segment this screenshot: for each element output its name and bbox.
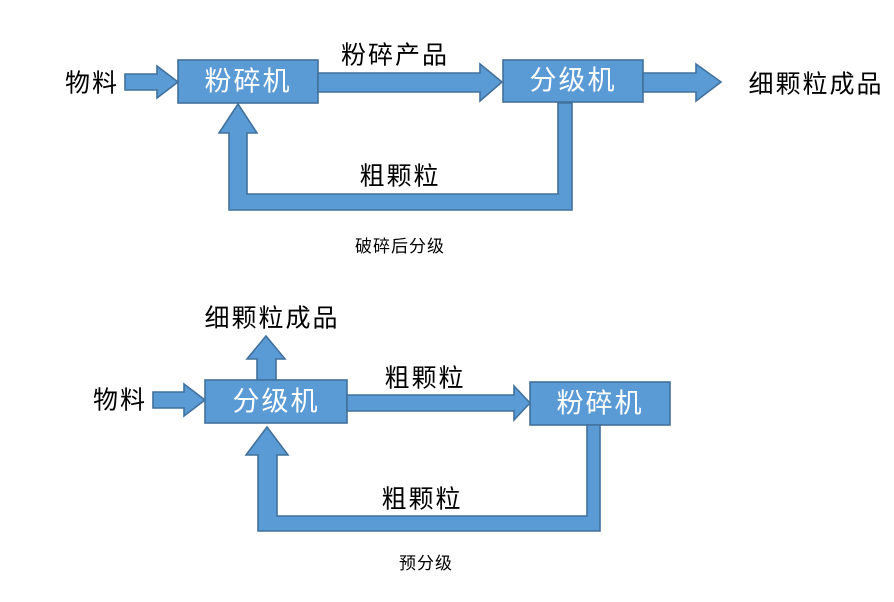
bottom-diagram-caption: 预分级 — [399, 554, 453, 574]
bottom-recycle-loop-arrow-icon — [244, 424, 601, 532]
top-output-arrow-icon — [642, 62, 723, 103]
top-product-arrow-label: 粉碎产品 — [341, 41, 449, 70]
bottom-classifier-box-label: 分级机 — [233, 387, 320, 418]
top-classifier-box-label: 分级机 — [530, 66, 617, 97]
bottom-coarse-arrow-icon — [346, 383, 532, 423]
top-crusher-box-label: 粉碎机 — [205, 67, 292, 98]
bottom-material-input-arrow-icon — [152, 382, 207, 418]
bottom-output-arrow-icon — [245, 334, 287, 381]
top-crusher-box — [177, 59, 319, 104]
bottom-output-label: 细颗粒成品 — [204, 304, 339, 333]
diagram-after-crushing: 物料 粉碎机 粉碎产品 分级机 细颗粒成品 粗颗粒 破碎后分级 — [65, 41, 883, 258]
top-material-input-arrow-icon — [124, 64, 180, 100]
bottom-classifier-box — [204, 379, 348, 424]
bottom-coarse-arrow-label: 粗颗粒 — [384, 364, 465, 393]
top-product-arrow-icon — [317, 62, 504, 103]
bottom-recycle-arrow-label: 粗颗粒 — [381, 485, 462, 514]
top-recycle-loop-arrow-icon — [217, 102, 573, 211]
top-material-label: 物料 — [65, 69, 119, 98]
bottom-material-label: 物料 — [93, 386, 147, 415]
bottom-crusher-box-label: 粉碎机 — [557, 389, 644, 420]
top-classifier-box — [502, 59, 644, 103]
top-output-label: 细颗粒成品 — [748, 70, 883, 99]
top-recycle-arrow-label: 粗颗粒 — [359, 162, 440, 191]
diagram-pre-classification: 细颗粒成品 物料 分级机 粗颗粒 粉碎机 粗颗粒 预分级 — [93, 304, 671, 574]
bottom-crusher-box — [529, 381, 671, 426]
top-diagram-caption: 破碎后分级 — [355, 237, 445, 257]
